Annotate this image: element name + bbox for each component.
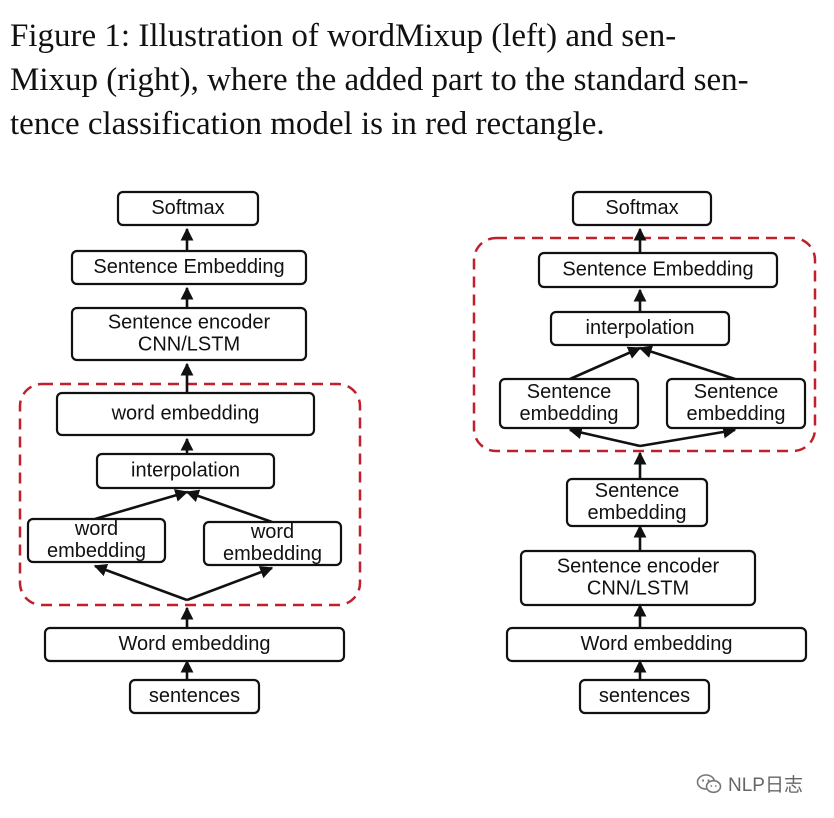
left-node-word-embedding-mixed: word embedding	[55, 391, 316, 437]
right-arrow-6	[569, 346, 642, 381]
right-node-label-word-embedding-input-0: Word embedding	[581, 633, 733, 655]
right-node-interpolation: interpolation	[549, 310, 731, 347]
left-arrow-4	[94, 489, 189, 521]
left-node-label-sentence-encoder-0: Sentence encoder	[108, 311, 271, 333]
right-node-word-embedding-input: Word embedding	[505, 626, 808, 663]
right-node-label-sentence-embedding-b-1: embedding	[687, 403, 786, 425]
left-node-label-word-embedding-b-1: embedding	[223, 543, 322, 565]
left-mixup-region	[18, 382, 362, 607]
left-node-box-word-embedding-a	[26, 517, 167, 564]
figure-caption: Figure 1: Illustration of wordMixup (lef…	[10, 14, 810, 146]
left-node-box-word-embedding-mixed	[55, 391, 316, 437]
right-node-label-softmax-0: Softmax	[605, 197, 678, 219]
left-node-box-softmax	[116, 190, 260, 227]
right-node-box-word-embedding-input	[505, 626, 808, 663]
left-node-sentence-embedding: Sentence Embedding	[70, 249, 308, 286]
left-node-label-interpolation-0: interpolation	[131, 459, 240, 481]
left-node-label-sentence-embedding-0: Sentence Embedding	[93, 256, 284, 278]
right-node-box-sentence-encoder	[519, 549, 757, 607]
left-node-softmax: Softmax	[116, 190, 260, 227]
right-node-box-sentences	[578, 678, 711, 715]
right-node-label-sentences-0: sentences	[599, 685, 690, 707]
left-arrow-2	[93, 563, 188, 602]
right-node-label-sentence-encoder-0: Sentence encoder	[557, 555, 720, 577]
right-node-sentences: sentences	[578, 678, 711, 715]
left-node-box-word-embedding-input	[43, 626, 346, 663]
right-arrow-4	[568, 426, 641, 448]
left-node-box-interpolation	[95, 452, 276, 490]
right-node-label-sentence-embedding-base-1: embedding	[588, 502, 687, 524]
left-node-box-sentences	[128, 678, 261, 715]
left-node-interpolation: interpolation	[95, 452, 276, 490]
right-node-label-sentence-encoder-1: CNN/LSTM	[587, 577, 689, 599]
right-node-label-sentence-embedding-mixed-0: Sentence Embedding	[562, 258, 753, 280]
left-node-label-word-embedding-a-0: word	[74, 518, 118, 540]
left-node-box-sentence-embedding	[70, 249, 308, 286]
left-node-label-word-embedding-b-0: word	[250, 521, 294, 543]
left-node-label-softmax-0: Softmax	[151, 197, 224, 219]
right-node-box-softmax	[571, 190, 713, 227]
right-node-box-sentence-embedding-mixed	[537, 251, 779, 289]
right-node-sentence-embedding-mixed: Sentence Embedding	[537, 251, 779, 289]
watermark-text: NLP日志	[728, 775, 803, 796]
caption-line-3: tence classification model is in red rec…	[10, 106, 605, 142]
right-node-label-sentence-embedding-base-0: Sentence	[595, 480, 680, 502]
left-arrow-3	[186, 566, 274, 602]
caption-line-1: Figure 1: Illustration of wordMixup (lef…	[10, 18, 677, 54]
right-arrow-5	[639, 425, 737, 448]
right-node-box-interpolation	[549, 310, 731, 347]
right-node-label-sentence-embedding-a-1: embedding	[520, 403, 619, 425]
right-node-label-sentence-embedding-b-0: Sentence	[694, 381, 779, 403]
watermark: NLP日志	[696, 770, 803, 797]
right-node-label-sentence-embedding-a-0: Sentence	[527, 381, 612, 403]
caption-line-2: Mixup (right), where the added part to t…	[10, 62, 749, 98]
wechat-icon	[696, 773, 722, 793]
right-node-box-sentence-embedding-a	[498, 377, 640, 430]
left-arrow-5	[185, 489, 273, 524]
right-node-box-sentence-embedding-b	[665, 377, 807, 430]
right-node-box-sentence-embedding-base	[565, 477, 709, 528]
right-node-label-interpolation-0: interpolation	[586, 317, 695, 339]
left-node-label-sentence-encoder-1: CNN/LSTM	[138, 333, 240, 355]
left-node-label-word-embedding-mixed-0: word embedding	[111, 402, 260, 424]
right-arrow-7	[638, 345, 736, 381]
left-node-word-embedding-input: Word embedding	[43, 626, 346, 663]
left-node-label-sentences-0: sentences	[149, 685, 240, 707]
left-node-label-word-embedding-a-1: embedding	[47, 540, 146, 562]
left-node-label-word-embedding-input-0: Word embedding	[119, 633, 271, 655]
left-node-box-sentence-encoder	[70, 306, 308, 362]
left-node-box-word-embedding-b	[202, 520, 343, 567]
right-node-softmax: Softmax	[571, 190, 713, 227]
left-node-sentences: sentences	[128, 678, 261, 715]
